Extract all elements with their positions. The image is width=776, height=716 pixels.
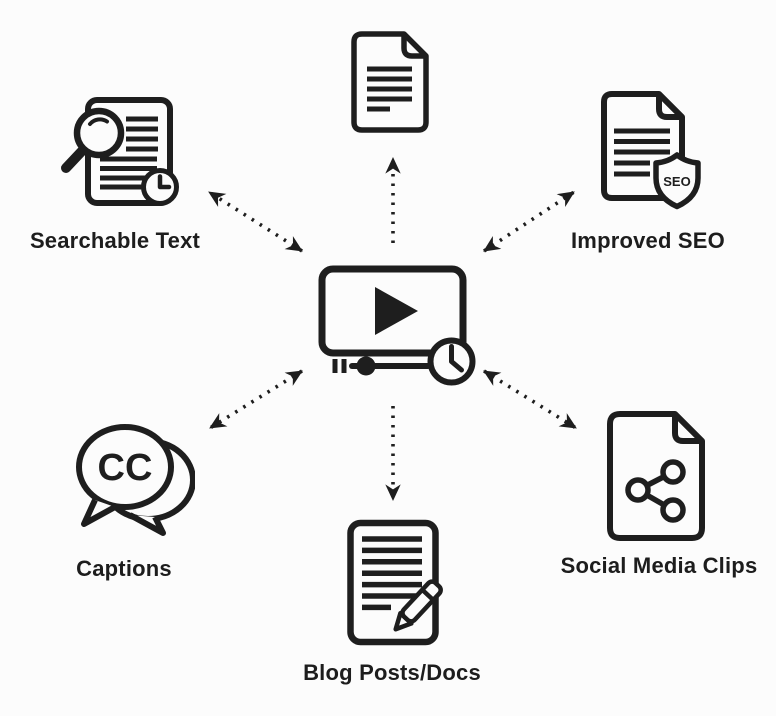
seo-badge-text: SEO [663,174,690,189]
arrow-center-to-social [483,369,577,430]
document-share-icon [607,411,705,541]
cc-badge-text: CC [98,447,153,489]
arrow-center-to-captions [209,369,303,430]
cc-speech-bubbles-icon: CC [76,424,195,536]
document-pen-icon [347,519,443,646]
video-player-clock-icon [318,265,476,386]
label-captions: Captions [76,556,172,581]
label-blog-posts-docs: Blog Posts/Docs [303,660,481,685]
label-improved-seo: Improved SEO [571,228,725,253]
label-social-media-clips: Social Media Clips [560,553,758,578]
document-icon [351,31,429,133]
arrow-center-to-searchable [208,190,303,253]
arrow-center-to-seo [483,190,575,253]
label-searchable-text: Searchable Text [29,228,201,253]
document-magnifier-clock-icon [61,97,179,206]
document-seo-shield-icon: SEO [601,91,701,210]
